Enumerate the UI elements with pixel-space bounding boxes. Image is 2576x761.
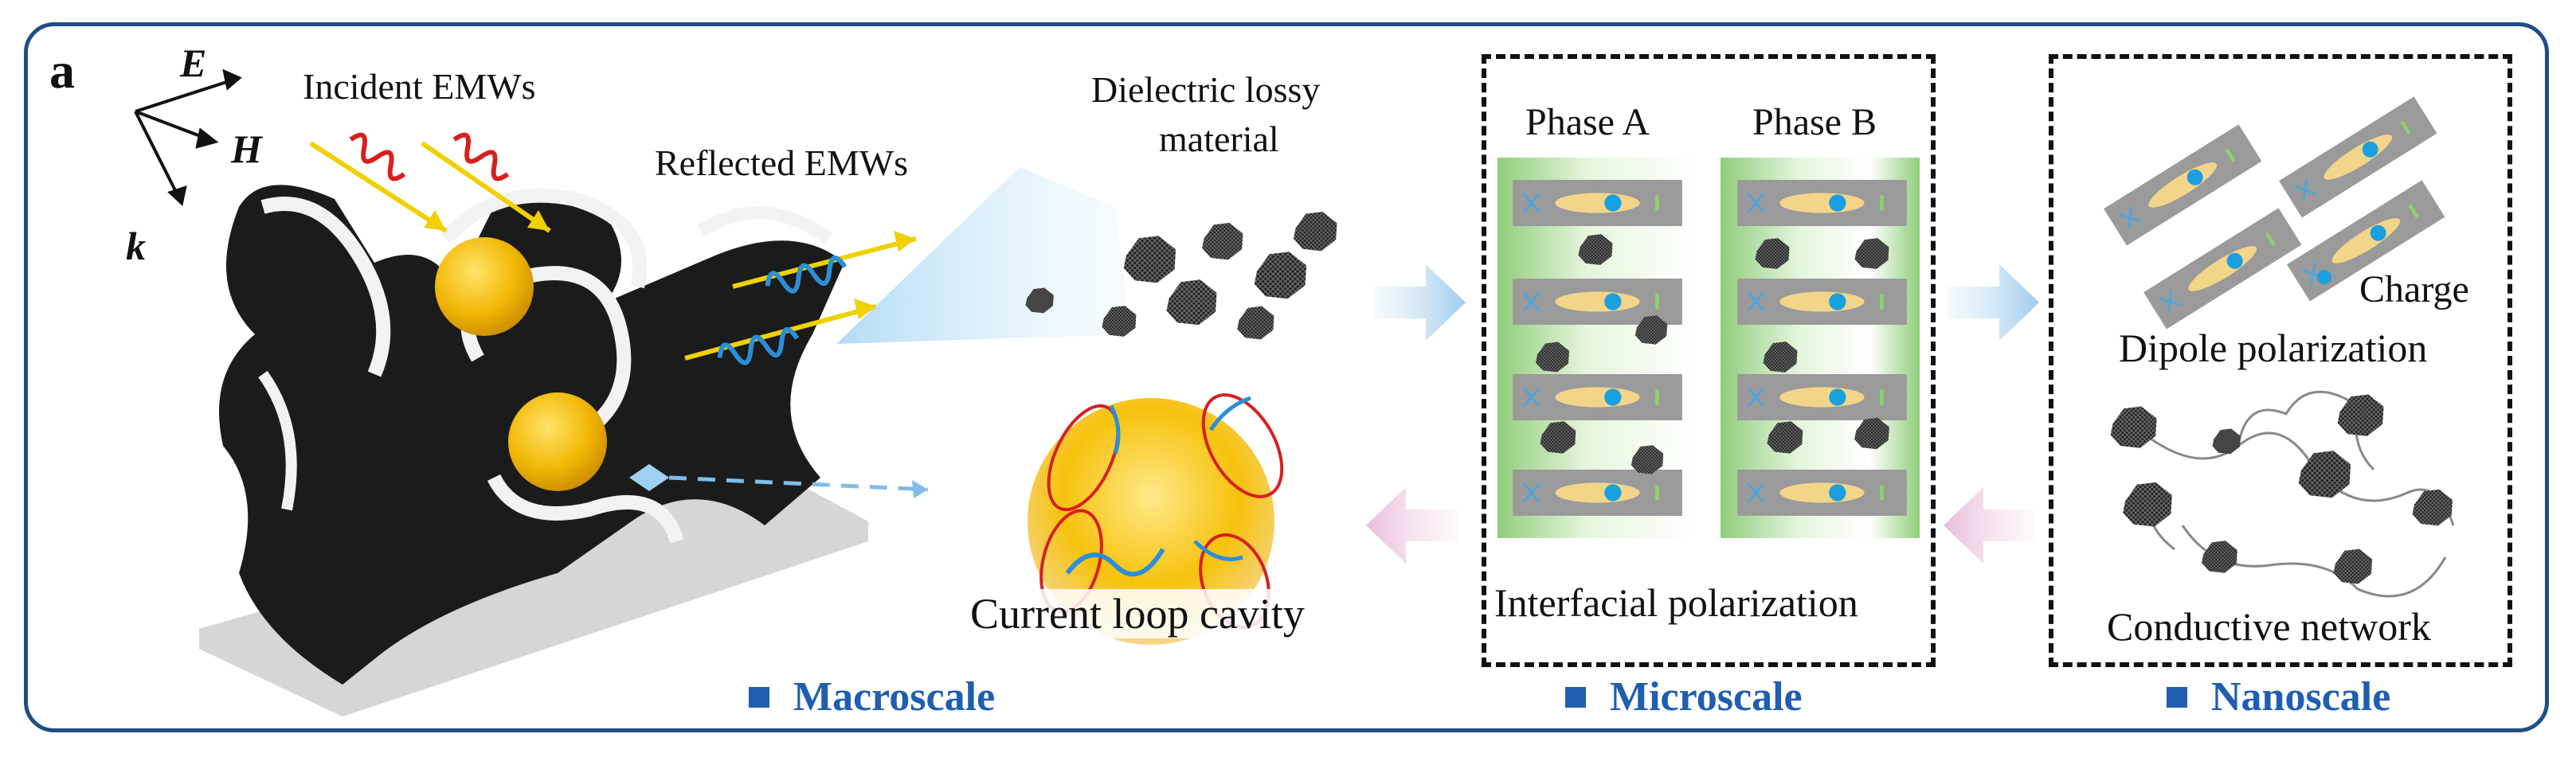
phase-b-panel [1721,158,1920,538]
axis-e-label: E [180,41,207,85]
nanoscale-box [2049,54,2512,667]
reflected-waves [684,231,917,365]
axis-h-label: H [231,127,262,171]
phase-a-label: Phase A [1525,101,1650,143]
phase-a-panel [1497,158,1697,538]
axis-k-label: k [126,224,146,268]
phase-b-label: Phase B [1752,101,1877,143]
incident-emws-label: Incident EMWs [303,66,536,107]
nanoscale-label: Nanoscale [2167,673,2390,720]
charge-dot [2317,270,2331,284]
current-loop-label: Current loop cavity [964,589,1311,638]
conductive-network-label: Conductive network [2107,604,2431,649]
microscale-box [1482,54,1936,667]
dielectric-label-line1: Dielectric lossy [1091,69,1321,110]
macroscale-text: Macroscale [793,674,996,720]
dipole-polarization-label: Dipole polarization [2119,326,2428,370]
nanoscale-text: Nanoscale [2211,674,2391,720]
field-axes [134,68,242,206]
structure-3d [199,185,929,716]
zoom-cone [836,167,1131,344]
microscale-bullet [1565,686,1586,708]
interfacial-label: Interfacial polarization [1494,580,1858,625]
incident-waves [309,132,551,233]
reflected-emws-label: Reflected EMWs [655,142,909,183]
microscale-text: Microscale [1610,674,1803,720]
microscale-label: Microscale [1565,673,1803,720]
nanoscale-bullet [2167,686,2187,708]
dipole-array [2103,96,2445,330]
dielectric-label-line2: material [1159,119,1279,159]
charge-label: Charge [2359,268,2469,310]
macroscale-label: Macroscale [749,673,995,720]
conductive-network [2110,390,2455,598]
macroscale-bullet [749,686,769,708]
panel-label: a [49,42,75,99]
flow-arrows [1366,264,2039,564]
